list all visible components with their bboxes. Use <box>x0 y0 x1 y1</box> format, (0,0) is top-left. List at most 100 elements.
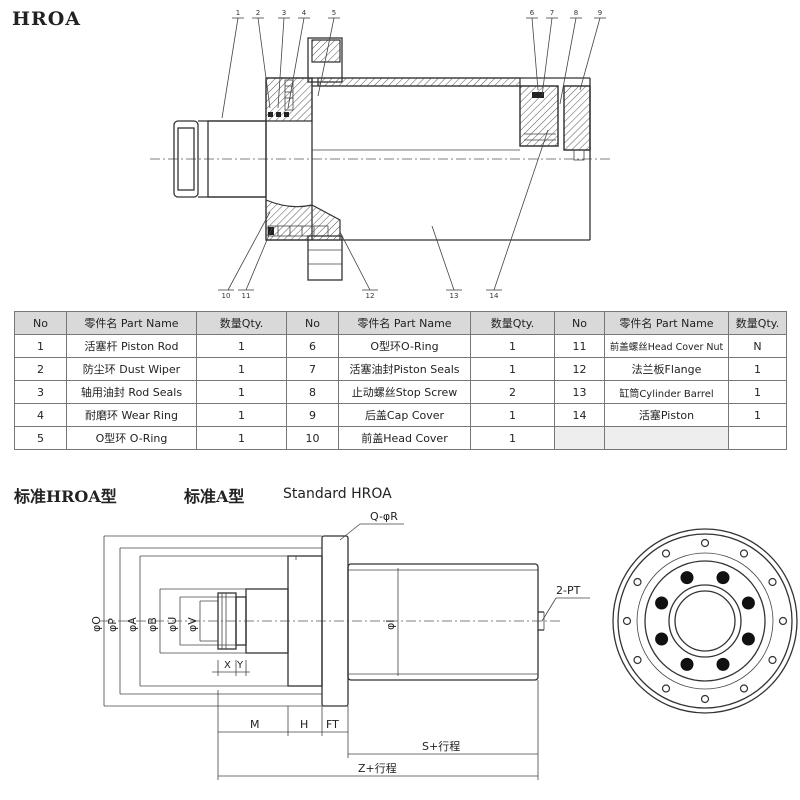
table-header-row: No 零件名 Part Name 数量Qty. No 零件名 Part Name… <box>14 311 787 335</box>
part-qty: 1 <box>728 357 787 381</box>
part-qty: 1 <box>196 334 287 358</box>
flange-hole <box>739 549 749 558</box>
bolt-hole <box>716 571 730 585</box>
part-name: 耐磨环 Wear Ring <box>66 403 197 427</box>
callout-14: 14 <box>490 292 499 300</box>
empty-cell <box>604 426 729 450</box>
callout-10: 10 <box>222 292 231 300</box>
header-no: No <box>554 311 605 335</box>
part-name: 活塞油封Piston Seals <box>338 357 471 381</box>
part-name: 前盖螺丝Head Cover Nut <box>604 334 729 358</box>
table-row: 1 活塞杆 Piston Rod 1 6 O型环O-Ring 1 11 前盖螺丝… <box>14 334 787 358</box>
dim-s: S+行程 <box>422 740 460 753</box>
callout-labels: 1 2 3 4 5 6 7 8 9 10 11 12 13 14 <box>222 9 603 300</box>
part-no: 9 <box>286 403 339 427</box>
dim-ft: FT <box>326 718 339 731</box>
header-name: 零件名 Part Name <box>604 311 729 335</box>
dimension-labels: Q-φR 2-PT φO φP φA φB φU φV φI X Y M H F… <box>90 510 581 775</box>
table-row: 2 防尘环 Dust Wiper 1 7 活塞油封Piston Seals 1 … <box>14 357 787 381</box>
flange-hole <box>778 616 788 626</box>
bolt-hole <box>680 657 694 671</box>
part-qty: 1 <box>728 403 787 427</box>
callout-2: 2 <box>256 9 260 17</box>
part-qty: 1 <box>470 357 555 381</box>
dim-u: φU <box>166 617 179 632</box>
drawing-title: HROA <box>12 8 82 30</box>
part-qty: 1 <box>196 426 287 450</box>
table-row: 5 O型环 O-Ring 1 10 前盖Head Cover 1 <box>14 426 787 450</box>
dim-q-r: Q-φR <box>370 510 398 523</box>
callout-3: 3 <box>282 9 286 17</box>
part-no: 7 <box>286 357 339 381</box>
dim-h: H <box>300 718 308 731</box>
part-no: 4 <box>14 403 67 427</box>
empty-cell <box>554 426 605 450</box>
flange-hole <box>768 655 777 665</box>
callout-5: 5 <box>332 9 336 17</box>
callout-1: 1 <box>236 9 240 17</box>
end-view <box>612 528 798 714</box>
part-qty: 2 <box>470 380 555 404</box>
bolt-hole <box>655 632 669 646</box>
flange-hole <box>768 577 777 587</box>
callout-leaders <box>218 17 606 291</box>
part-qty: 1 <box>196 380 287 404</box>
subtitle-english: Standard HROA <box>283 486 392 502</box>
empty-cell <box>728 426 787 450</box>
callout-11: 11 <box>242 292 251 300</box>
table-row: 4 耐磨环 Wear Ring 1 9 后盖Cap Cover 1 14 活塞P… <box>14 403 787 427</box>
part-name: 活塞Piston <box>604 403 729 427</box>
callout-6: 6 <box>530 9 535 17</box>
flange-hole <box>661 684 671 693</box>
part-no: 12 <box>554 357 605 381</box>
part-name: 法兰板Flange <box>604 357 729 381</box>
part-qty: 1 <box>470 403 555 427</box>
callout-13: 13 <box>450 292 459 300</box>
part-qty: 1 <box>728 380 787 404</box>
part-qty: 1 <box>196 357 287 381</box>
subtitle-hroa: 标准HROA型 <box>14 487 117 506</box>
part-name: 防尘环 Dust Wiper <box>66 357 197 381</box>
part-no: 5 <box>14 426 67 450</box>
bolt-hole <box>716 657 730 671</box>
part-no: 10 <box>286 426 339 450</box>
subtitle-a: 标准A型 <box>184 487 245 506</box>
callout-12: 12 <box>366 292 375 300</box>
header-qty: 数量Qty. <box>470 311 555 335</box>
dim-pt: 2-PT <box>556 584 581 597</box>
part-name: O型环 O-Ring <box>66 426 197 450</box>
dim-o: φO <box>90 616 103 632</box>
part-qty: 1 <box>470 334 555 358</box>
part-name: 缸筒Cylinder Barrel <box>604 380 729 404</box>
table-row: 3 轴用油封 Rod Seals 1 8 止动螺丝Stop Screw 2 13… <box>14 380 787 404</box>
part-no: 8 <box>286 380 339 404</box>
header-qty: 数量Qty. <box>196 311 287 335</box>
flange-hole <box>739 684 749 693</box>
dim-i: φI <box>384 619 397 630</box>
flange-hole <box>633 577 642 587</box>
part-no: 11 <box>554 334 605 358</box>
flange-hole <box>700 694 710 704</box>
callout-7: 7 <box>550 9 554 17</box>
part-name: 轴用油封 Rod Seals <box>66 380 197 404</box>
part-qty: 1 <box>196 403 287 427</box>
callout-9: 9 <box>598 9 602 17</box>
callout-8: 8 <box>574 9 578 17</box>
bolt-hole <box>680 571 694 585</box>
dim-a: φA <box>126 617 139 632</box>
part-name: 止动螺丝Stop Screw <box>338 380 471 404</box>
part-name: 前盖Head Cover <box>338 426 471 450</box>
header-name: 零件名 Part Name <box>338 311 471 335</box>
flange-hole <box>622 616 632 626</box>
dim-y: Y <box>236 660 244 671</box>
header-name: 零件名 Part Name <box>66 311 197 335</box>
flange-hole <box>633 655 642 665</box>
part-qty: 1 <box>470 426 555 450</box>
part-name: O型环O-Ring <box>338 334 471 358</box>
part-qty: N <box>728 334 787 358</box>
part-no: 2 <box>14 357 67 381</box>
dim-z: Z+行程 <box>358 762 397 775</box>
sectional-view <box>150 37 612 281</box>
part-no: 13 <box>554 380 605 404</box>
